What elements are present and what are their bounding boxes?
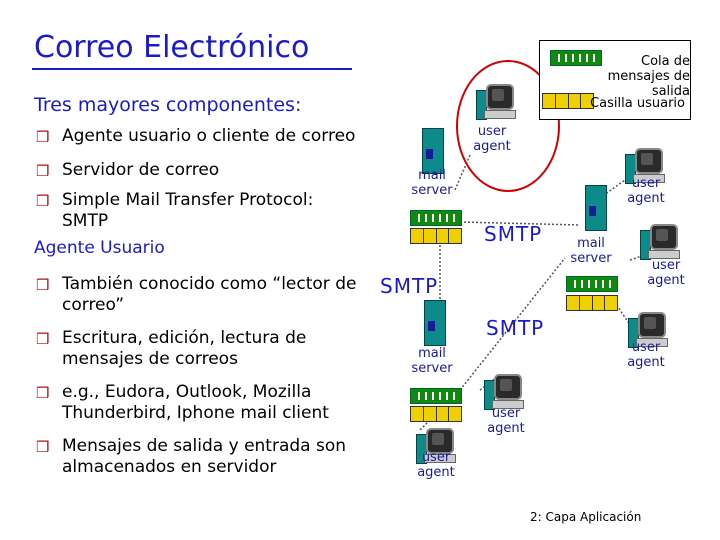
bullet-item: ❒ También conocido como “lector de corre…: [36, 274, 356, 316]
mail-server-label: mail server: [411, 168, 453, 198]
bullet-item: ❒ Escritura, edición, lectura de mensaje…: [36, 328, 306, 370]
bullet-item: ❒ Servidor de correo: [36, 160, 219, 181]
ua-link-right-top: [589, 179, 626, 206]
user-agent-label: user agent: [487, 406, 525, 436]
mailbox-icon: [566, 295, 618, 311]
user-agent-label: user agent: [473, 124, 511, 154]
title-underline: [32, 68, 352, 70]
user-agent-label: user agent: [647, 258, 685, 288]
mail-server-icon: [424, 300, 446, 346]
bullet-text: e.g., Eudora, Outlook, Mozilla Thunderbi…: [62, 382, 329, 423]
legend-mailbox-icon: [542, 93, 594, 109]
user-agent-label: user agent: [627, 176, 665, 206]
mailbox-icon: [410, 228, 462, 244]
smtp-label: SMTP: [380, 274, 439, 298]
slide-title: Correo Electrónico: [34, 30, 310, 65]
bullet-marker-icon: ❒: [36, 276, 50, 294]
bullet-text: Mensajes de salida y entrada son almacen…: [62, 436, 347, 477]
highlight-oval: [456, 60, 560, 192]
bullet-text: Simple Mail Transfer Protocol: SMTP: [62, 190, 314, 231]
bullet-item: ❒ Agente usuario o cliente de correo: [36, 126, 355, 147]
bullet-marker-icon: ❒: [36, 128, 50, 146]
bullet-marker-icon: ❒: [36, 438, 50, 456]
bullet-text: Escritura, edición, lectura de mensajes …: [62, 328, 307, 369]
mail-server-label: mail server: [570, 236, 612, 266]
smtp-label: SMTP: [484, 222, 543, 246]
smtp-link-top: [459, 221, 581, 226]
computer-icon: [416, 428, 456, 464]
bullet-marker-icon: ❒: [36, 384, 50, 402]
bullet-marker-icon: ❒: [36, 192, 50, 210]
legend-queue-label: Cola de mensajes de salida: [607, 54, 690, 99]
bullet-item: ❒ e.g., Eudora, Outlook, Mozilla Thunder…: [36, 382, 329, 424]
section-heading: Agente Usuario: [34, 238, 165, 258]
bullet-text: También conocido como “lector de correo”: [62, 274, 357, 315]
computer-icon: [625, 148, 665, 184]
bullet-marker-icon: ❒: [36, 162, 50, 180]
computer-icon: [628, 312, 668, 348]
smtp-link-bottom: [459, 257, 566, 391]
slide-footer: 2: Capa Aplicación: [530, 510, 642, 524]
computer-icon: [484, 374, 524, 410]
mailbox-icon: [410, 406, 462, 422]
mail-server-icon: [585, 185, 607, 231]
computer-icon: [476, 84, 516, 120]
user-agent-label: user agent: [627, 340, 665, 370]
legend-mailbox-label: Casilla usuario: [590, 96, 685, 111]
slide-subtitle: Tres mayores componentes:: [34, 94, 302, 116]
bullet-item: ❒ Simple Mail Transfer Protocol: SMTP: [36, 190, 313, 232]
smtp-label: SMTP: [486, 316, 545, 340]
bullet-text: Servidor de correo: [62, 160, 220, 180]
computer-icon: [640, 224, 680, 260]
user-agent-label: user agent: [417, 450, 455, 480]
outgoing-queue-icon: [410, 388, 462, 404]
outgoing-queue-icon: [566, 276, 618, 292]
legend-queue-icon: [550, 50, 602, 66]
mail-server-icon: [422, 128, 444, 174]
bullet-item: ❒ Mensajes de salida y entrada son almac…: [36, 436, 346, 478]
outgoing-queue-icon: [410, 210, 462, 226]
mail-server-label: mail server: [411, 346, 453, 376]
bullet-marker-icon: ❒: [36, 330, 50, 348]
bullet-text: Agente usuario o cliente de correo: [62, 126, 356, 146]
